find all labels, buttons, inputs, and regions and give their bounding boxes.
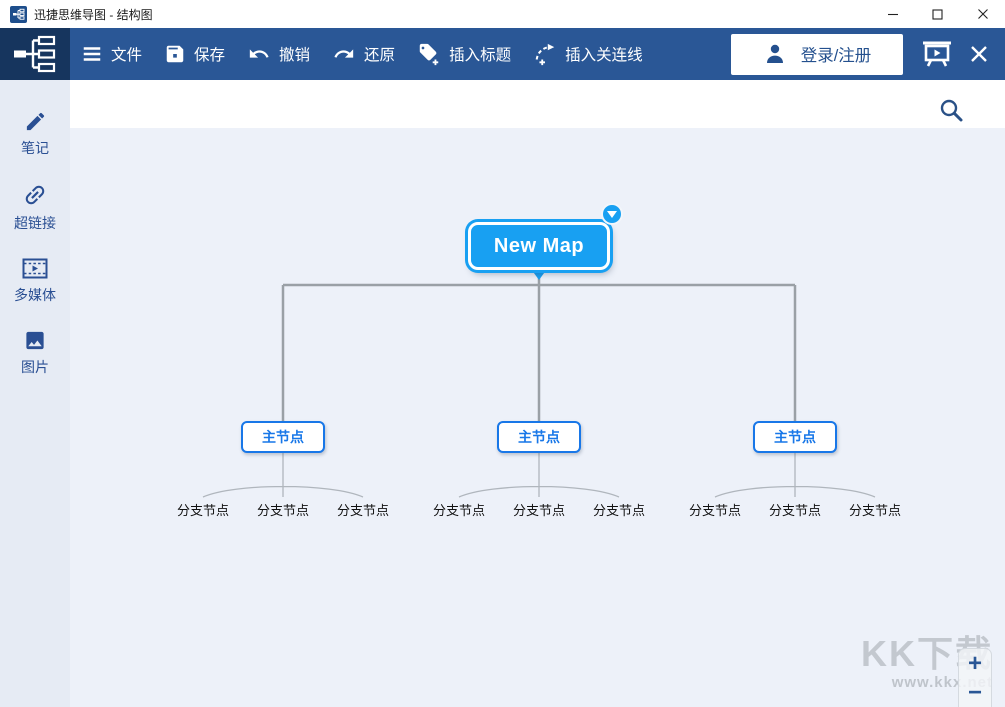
- window-maximize-button[interactable]: [915, 0, 960, 28]
- canvas-top-strip: [70, 80, 1005, 128]
- titlebar: 迅捷思维导图 - 结构图: [0, 0, 1005, 28]
- window-minimize-button[interactable]: [870, 0, 915, 28]
- toolbar-insert-relation-button[interactable]: 插入关连线: [522, 28, 654, 80]
- toolbar-file-button[interactable]: 文件: [70, 28, 153, 80]
- root-node[interactable]: New Map: [468, 222, 610, 270]
- chevron-down-icon: [607, 210, 617, 218]
- toolbar-close-icon: [971, 46, 987, 62]
- window-controls: [870, 0, 1005, 28]
- login-register-label: 登录/注册: [800, 47, 872, 65]
- branch-node-4[interactable]: 分支节点: [432, 503, 485, 518]
- branch-node-9[interactable]: 分支节点: [848, 503, 901, 518]
- branch-node-8[interactable]: 分支节点: [768, 503, 821, 518]
- app-logo: [0, 28, 70, 80]
- root-anchor-triangle: [531, 269, 547, 280]
- hamburger-icon: [83, 47, 101, 61]
- relation-line-plus-icon: [535, 43, 555, 66]
- user-icon: [766, 44, 783, 63]
- sidebar-hyperlink-label: 超链接: [14, 215, 56, 231]
- sidebar-item-multimedia[interactable]: 多媒体: [0, 257, 70, 305]
- search-button[interactable]: [936, 96, 966, 126]
- login-register-button[interactable]: 登录/注册: [731, 33, 903, 75]
- branch-node-3[interactable]: 分支节点: [336, 503, 389, 518]
- pencil-icon: [26, 112, 44, 131]
- zoom-in-button[interactable]: +: [967, 649, 982, 677]
- main-node-2[interactable]: 主节点: [497, 421, 581, 453]
- toolbar-insert-relation-label: 插入关连线: [565, 47, 643, 64]
- sidebar: 笔记 超链接 多媒体 图片: [0, 80, 70, 707]
- app-logo-icon: [10, 5, 27, 23]
- close-icon: [977, 9, 988, 19]
- sidebar-item-notes[interactable]: 笔记: [0, 110, 70, 158]
- maximize-icon: [932, 8, 943, 20]
- sidebar-item-hyperlink[interactable]: 超链接: [0, 182, 70, 233]
- tag-plus-icon: [419, 43, 439, 66]
- toolbar-insert-label-label: 插入标题: [449, 47, 512, 64]
- window-title: 迅捷思维导图 - 结构图: [34, 7, 153, 22]
- tree-connector-lines: [202, 269, 876, 498]
- zoom-controls: + −: [958, 648, 992, 707]
- toolbar-save-label: 保存: [194, 47, 226, 64]
- presentation-icon: [923, 41, 951, 67]
- root-collapse-badge[interactable]: [601, 203, 623, 225]
- branch-node-7[interactable]: 分支节点: [688, 503, 741, 518]
- sidebar-multimedia-label: 多媒体: [14, 287, 56, 303]
- redo-icon: [334, 49, 354, 58]
- image-icon: [26, 331, 44, 350]
- toolbar: 文件 保存 撤销 还原 插入标题: [0, 28, 1005, 80]
- toolbar-undo-label: 撤销: [279, 47, 311, 64]
- toolbar-close-button[interactable]: [963, 44, 995, 64]
- toolbar-insert-label-button[interactable]: 插入标题: [406, 28, 522, 80]
- toolbar-save-button[interactable]: 保存: [153, 28, 236, 80]
- main-node-1[interactable]: 主节点: [241, 421, 325, 453]
- toolbar-redo-label: 还原: [364, 47, 396, 64]
- main-node-3[interactable]: 主节点: [753, 421, 837, 453]
- window-close-button[interactable]: [960, 0, 1005, 28]
- minimize-icon: [887, 13, 898, 16]
- link-icon: [25, 185, 45, 205]
- branch-node-5[interactable]: 分支节点: [512, 503, 565, 518]
- sidebar-image-label: 图片: [21, 359, 49, 375]
- toolbar-undo-button[interactable]: 撤销: [236, 28, 321, 80]
- undo-icon: [249, 49, 269, 58]
- canvas-area[interactable]: New Map 主节点 主节点 主节点 分支节点 分支节点 分支节点 分支节点 …: [70, 80, 1005, 707]
- branch-node-2[interactable]: 分支节点: [256, 503, 309, 518]
- mindmap-logo-icon: [14, 35, 56, 73]
- search-icon: [940, 99, 963, 122]
- toolbar-file-label: 文件: [111, 47, 143, 64]
- save-icon: [166, 45, 184, 63]
- toolbar-redo-button[interactable]: 还原: [321, 28, 406, 80]
- branch-node-1[interactable]: 分支节点: [176, 503, 229, 518]
- presentation-button[interactable]: [921, 39, 953, 69]
- branch-node-6[interactable]: 分支节点: [592, 503, 645, 518]
- media-icon: [22, 258, 48, 279]
- sidebar-notes-label: 笔记: [21, 140, 49, 156]
- sidebar-item-image[interactable]: 图片: [0, 329, 70, 377]
- zoom-out-button[interactable]: −: [967, 678, 982, 706]
